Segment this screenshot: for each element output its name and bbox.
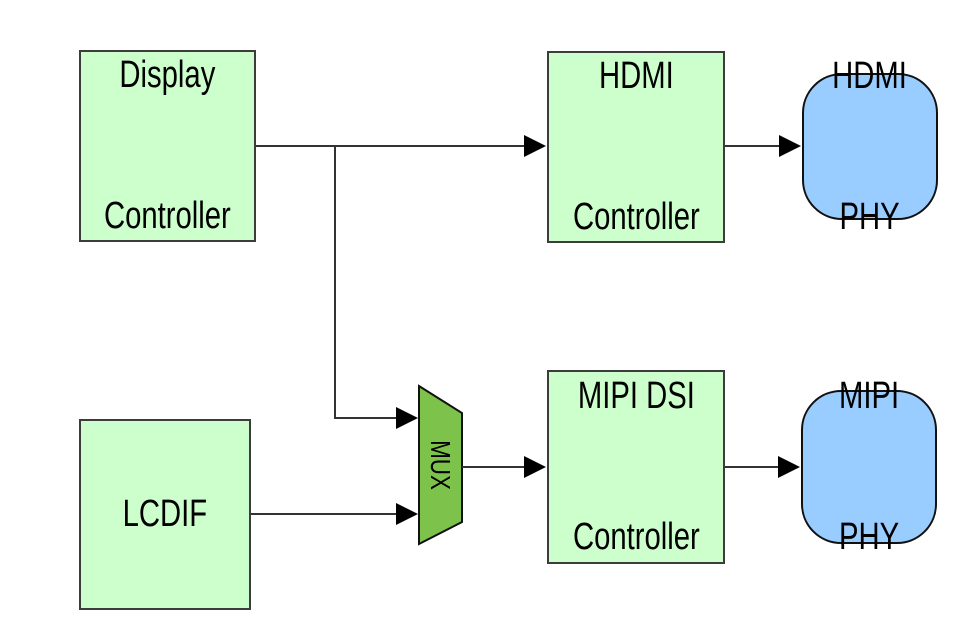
mipi-phy-block: MIPI PHY: [801, 375, 937, 558]
lcdif-label: LCDIF: [122, 493, 208, 535]
lcdif-block: LCDIF: [79, 419, 251, 610]
arrowhead-mipi-phy: [778, 456, 800, 478]
display-controller-label: Display Controller: [104, 54, 231, 237]
display-controller-block: Display Controller: [79, 50, 256, 242]
connector-hdmi-to-hdmi-phy: [725, 135, 801, 157]
arrowhead-mux-top: [396, 407, 418, 429]
mipi-dsi-controller-block: MIPI DSI Controller: [547, 370, 725, 564]
mipi-phy-label: MIPI PHY: [838, 375, 900, 558]
mipi-dsi-controller-label: MIPI DSI Controller: [572, 375, 700, 558]
arrowhead-mux-bottom: [396, 503, 418, 525]
connector-lcdif-to-mux: [251, 503, 418, 525]
connector-display-to-mux: [334, 146, 418, 429]
hdmi-phy-label: HDMI PHY: [832, 54, 908, 238]
connector-display-to-hdmi: [256, 135, 546, 157]
connector-mipi-dsi-to-mipi-phy: [725, 456, 800, 478]
hdmi-phy-block: HDMI PHY: [802, 55, 938, 238]
arrowhead-hdmi-controller: [524, 135, 546, 157]
arrowhead-hdmi-phy: [779, 135, 801, 157]
mux-block: MUX: [419, 386, 462, 544]
hdmi-controller-label: HDMI Controller: [572, 55, 700, 238]
arrowhead-mipi-dsi-controller: [524, 456, 546, 478]
mux-label: MUX: [425, 440, 457, 490]
hdmi-controller-block: HDMI Controller: [547, 51, 725, 243]
connector-mux-to-mipi-dsi: [462, 456, 546, 478]
